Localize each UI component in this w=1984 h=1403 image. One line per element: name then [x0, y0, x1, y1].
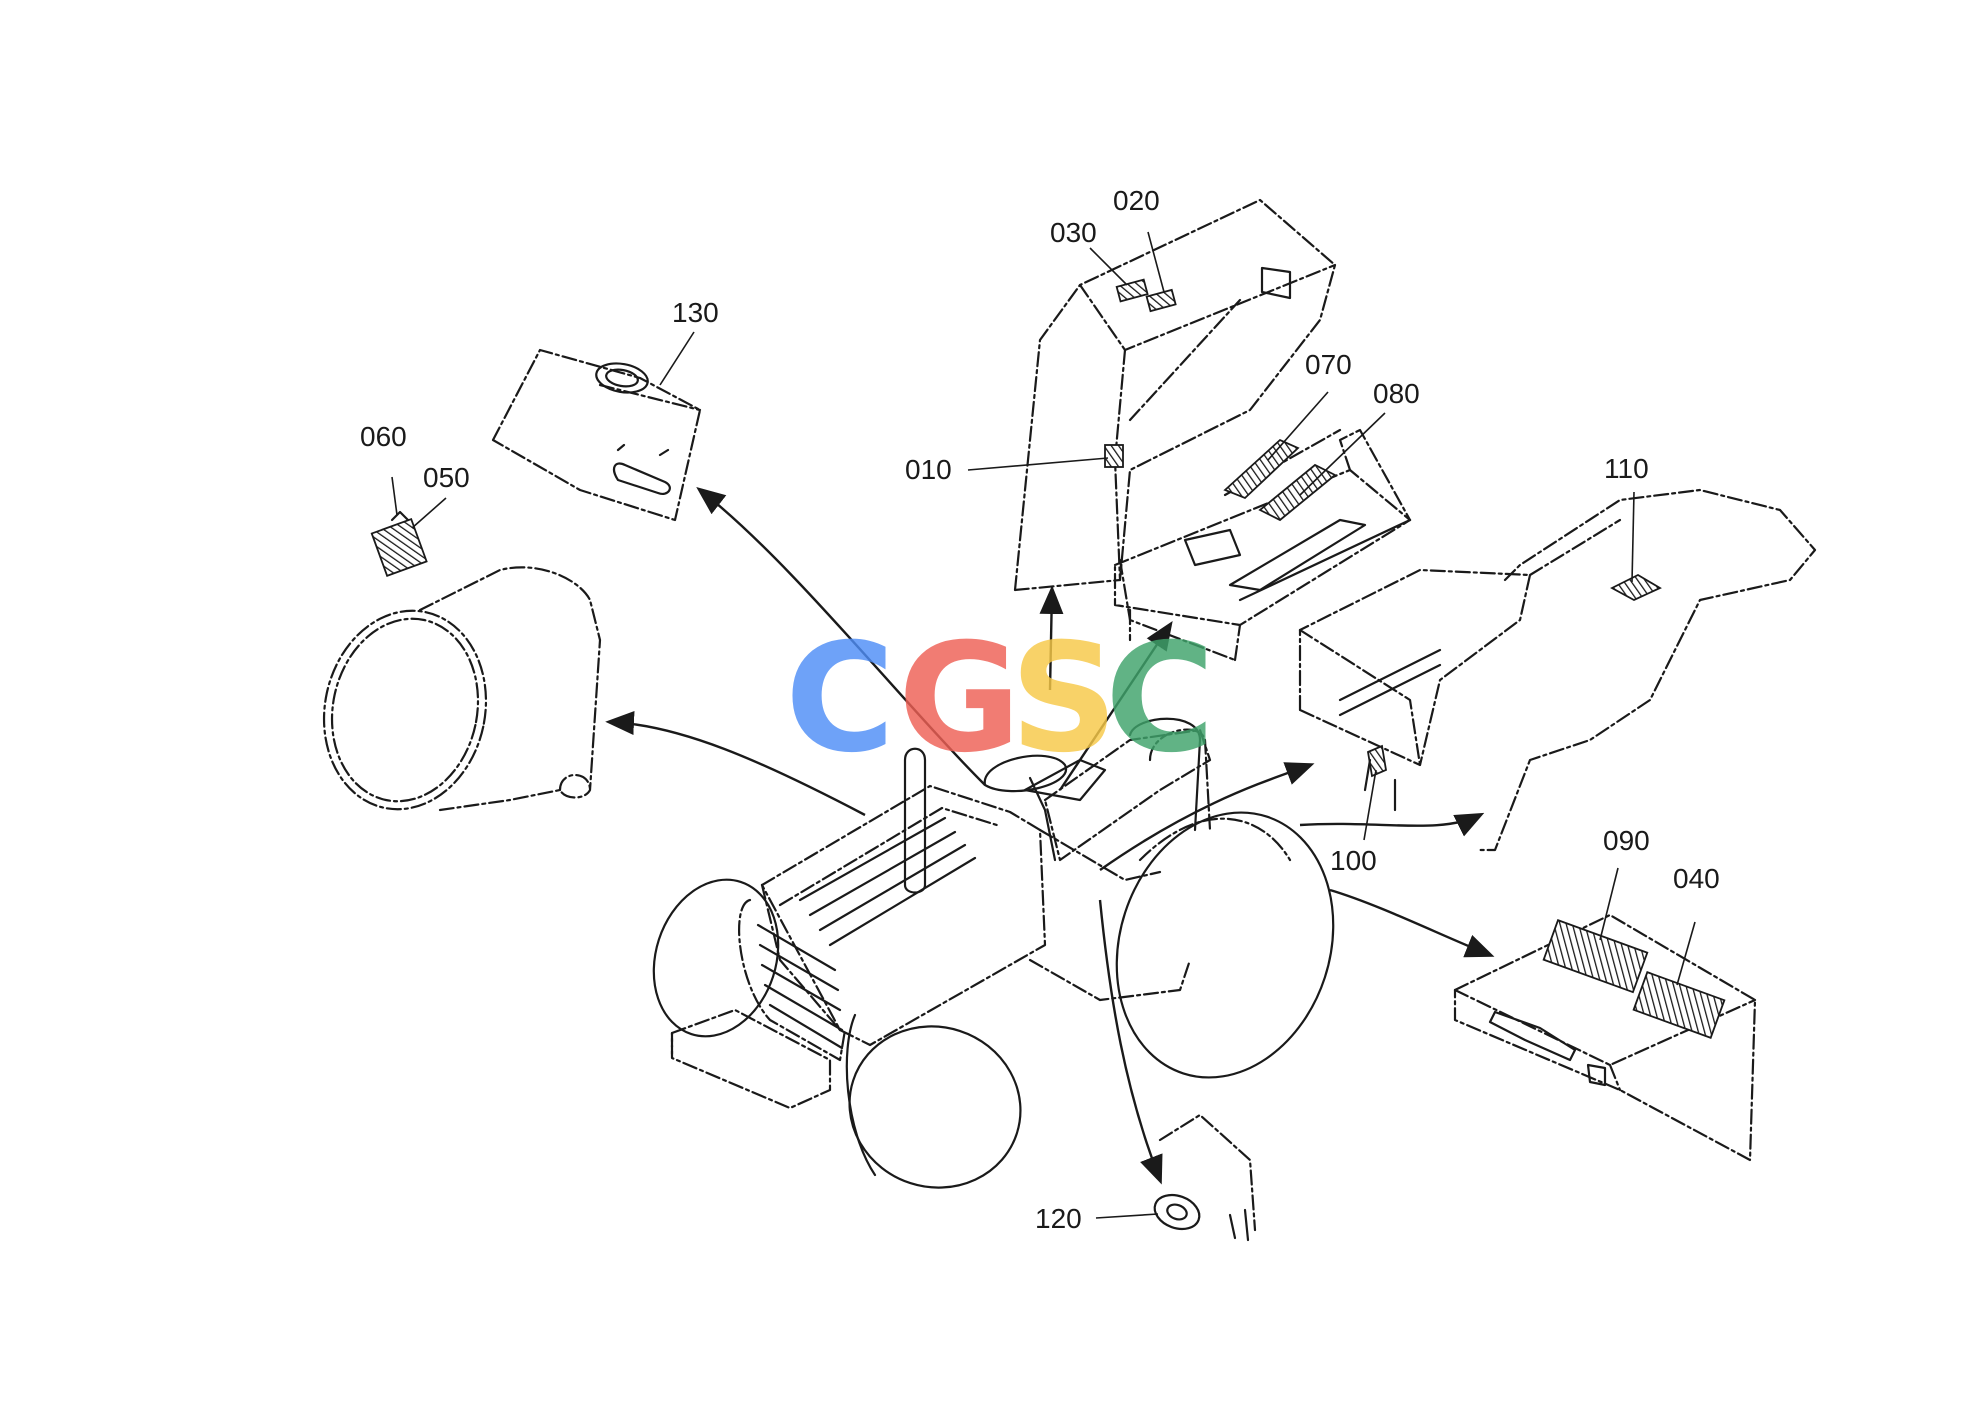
- tractor-body: [670, 717, 1212, 1110]
- rear-wheel: [1115, 811, 1335, 1079]
- front-right-wheel: [848, 1025, 1022, 1189]
- knob-120: [1153, 1113, 1257, 1242]
- decal-040: [1632, 971, 1726, 1039]
- toolbox-040-090: [1453, 913, 1757, 1162]
- callout-010: 010: [905, 454, 952, 485]
- callout-030: 030: [1050, 217, 1097, 248]
- callout-080: 080: [1373, 378, 1420, 409]
- front-drum-assembly: [322, 510, 602, 812]
- callout-060: 060: [360, 421, 407, 452]
- watermark-letter-2: G: [898, 612, 1021, 786]
- decal-020: [1145, 288, 1177, 313]
- decal-090: [1542, 919, 1649, 994]
- watermark-letter-4: C: [1105, 612, 1215, 786]
- watermark-letter-1: C: [785, 612, 895, 786]
- decal-070: [1223, 438, 1300, 500]
- decal-100: [1366, 744, 1388, 778]
- callout-130: 130: [672, 297, 719, 328]
- decal-010: [1104, 444, 1124, 468]
- callout-040: 040: [1673, 863, 1720, 894]
- callout-050: 050: [423, 462, 470, 493]
- decal-110: [1610, 573, 1662, 602]
- callout-070: 070: [1305, 349, 1352, 380]
- cab-panel: [1013, 198, 1337, 592]
- callout-090: 090: [1603, 825, 1650, 856]
- leader-lines: [391, 231, 1696, 1219]
- watermark-letter-3: S: [1010, 612, 1118, 786]
- callout-110: 110: [1604, 453, 1649, 484]
- watermark-logo: C G S C: [785, 612, 1215, 786]
- assembly-arrows: [605, 487, 1495, 1185]
- panel-130: [491, 348, 702, 522]
- rear-fender: [1298, 488, 1817, 852]
- front-left-wheel: [652, 878, 780, 1038]
- callout-100: 100: [1330, 845, 1377, 876]
- callout-labels: 010 020 030 040 050 060 070 080 090 100 …: [360, 185, 1720, 1234]
- decal-050: [370, 517, 428, 577]
- callout-120: 120: [1035, 1203, 1082, 1234]
- callout-020: 020: [1113, 185, 1160, 216]
- decal-030: [1115, 278, 1149, 303]
